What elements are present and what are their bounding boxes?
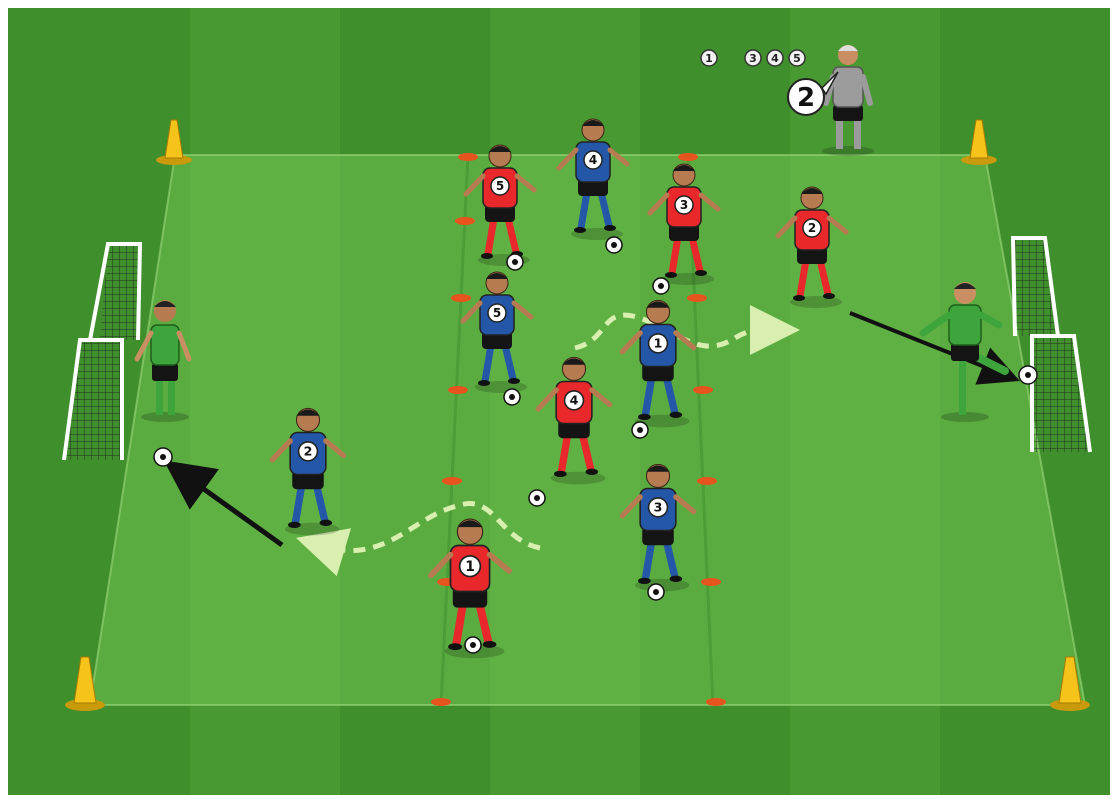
cone-icon [961, 119, 997, 165]
disc-marker-icon [697, 477, 717, 485]
disc-marker-icon [701, 578, 721, 586]
red-player-4: 4 [535, 356, 613, 485]
red-player-2: 2 [775, 186, 849, 308]
blue-player-number: 2 [297, 441, 319, 462]
disc-marker-icon [448, 386, 468, 394]
red-player-number: 4 [563, 390, 585, 411]
blue-player-4: 4 [556, 118, 630, 240]
svg-text:5: 5 [793, 52, 801, 65]
disc-marker-icon [451, 294, 471, 302]
arrow-icon [849, 311, 1020, 385]
ball-icon [647, 583, 665, 601]
goalkeeper-left [134, 300, 192, 422]
goal-left [62, 242, 143, 461]
svg-text:1: 1 [654, 336, 663, 351]
ball-icon [464, 636, 482, 654]
channel-line-left [439, 154, 470, 706]
svg-text:5: 5 [493, 306, 501, 320]
corner-cones [65, 119, 1090, 711]
disc-marker-icon [455, 217, 475, 225]
svg-text:4: 4 [589, 153, 597, 167]
ball-icon [605, 236, 623, 254]
blue-player-number: 1 [647, 333, 669, 354]
svg-text:3: 3 [654, 500, 663, 515]
blue-player-number: 5 [487, 303, 507, 323]
disc-marker-icon [678, 153, 698, 161]
legend-number-1: 1 [700, 49, 718, 67]
red-player-number: 5 [490, 176, 510, 196]
players: 1 2 3 4 5 1 2 3 4 5 [153, 118, 1038, 659]
ball-icon [153, 447, 173, 467]
ball-icon [503, 388, 521, 406]
disc-marker-icon [693, 386, 713, 394]
legend-number-4: 4 [766, 49, 784, 67]
cone-icon [156, 119, 192, 165]
svg-text:2: 2 [797, 83, 815, 113]
disc-marker-icon [442, 477, 462, 485]
goal-right [1010, 236, 1092, 453]
cone-icon [65, 656, 105, 711]
red-player-number: 2 [802, 218, 822, 238]
disc-marker-icon [431, 698, 451, 706]
red-player-1: 1 [428, 518, 512, 659]
legend-numbers: 1 3 4 5 2 [700, 49, 839, 116]
blue-player-number: 3 [647, 497, 669, 518]
svg-text:4: 4 [570, 393, 579, 408]
blue-player-number: 4 [583, 150, 603, 170]
coach [822, 45, 874, 156]
ball-icon [1018, 365, 1038, 385]
blue-player-3: 3 [619, 463, 697, 592]
ball-icon [506, 253, 524, 271]
blue-player-1: 1 [619, 299, 697, 428]
disc-marker-icon [706, 698, 726, 706]
disc-marker-icon [458, 153, 478, 161]
legend-number-3: 3 [744, 49, 762, 67]
svg-text:2: 2 [808, 221, 816, 235]
svg-text:4: 4 [771, 52, 779, 65]
ball-icon [652, 277, 670, 295]
arrow-icon [163, 460, 284, 548]
blue-player-2: 2 [269, 407, 347, 536]
ball-icon [631, 421, 649, 439]
legend-number-5: 5 [788, 49, 806, 67]
svg-text:3: 3 [749, 52, 757, 65]
svg-text:3: 3 [680, 198, 688, 212]
cone-icon [1050, 656, 1090, 711]
red-player-3: 3 [647, 163, 721, 285]
svg-text:2: 2 [304, 444, 313, 459]
svg-text:1: 1 [705, 52, 713, 65]
goalkeeper-right [919, 282, 1009, 422]
disc-marker-icon [687, 294, 707, 302]
blue-player-5: 5 [460, 271, 534, 393]
red-player-number: 1 [458, 554, 482, 578]
ball-icon [528, 489, 546, 507]
red-player-number: 3 [674, 195, 694, 215]
svg-text:1: 1 [465, 559, 475, 575]
svg-text:5: 5 [496, 179, 504, 193]
coach-callout: 2 [787, 71, 839, 116]
dashed-path-icon [296, 501, 541, 577]
red-player-5: 5 [463, 144, 537, 266]
